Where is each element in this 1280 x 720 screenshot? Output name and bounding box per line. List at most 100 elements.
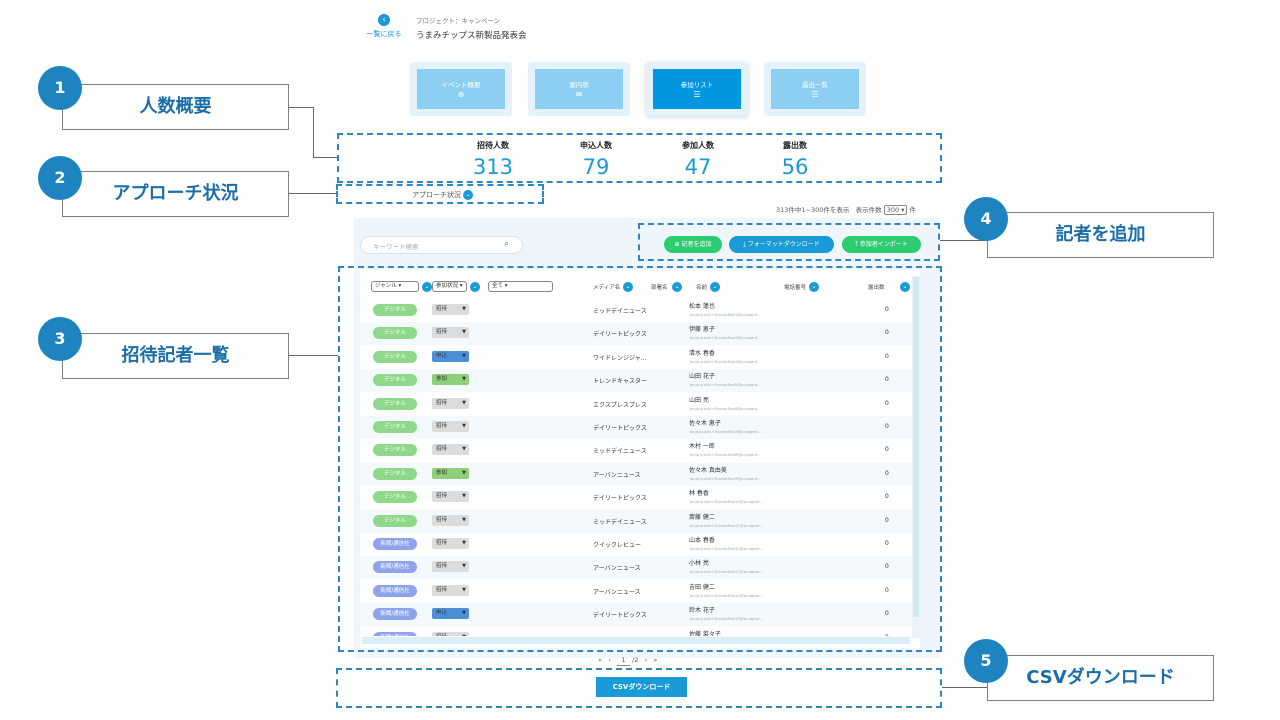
upload-icon: ⤒ — [855, 241, 858, 248]
name-cell[interactable]: 山本 春香 — [689, 537, 715, 544]
status-select[interactable]: 招待▼ — [432, 538, 469, 549]
status-select[interactable]: 参加▼ — [432, 468, 469, 479]
name-cell[interactable]: 鈴木 花子 — [689, 607, 715, 614]
name-cell[interactable]: 伊藤 恵子 — [689, 326, 715, 333]
back-button[interactable]: ‹ 一覧に戻る — [364, 14, 404, 39]
add-reporter-button[interactable]: ⊕ 記者を追加 — [664, 236, 722, 253]
result-count: 313件中1~300件を表示 表示件数 300 ▾ 件 — [776, 205, 917, 215]
tab-exposure-list[interactable]: 露出一覧☰ — [764, 62, 866, 116]
pager-first[interactable]: « — [598, 656, 602, 664]
status-select[interactable]: 招待▼ — [432, 421, 469, 432]
status-select[interactable]: 招待▼ — [432, 515, 469, 526]
plus-circle-icon: ⊕ — [674, 241, 680, 248]
status-select[interactable]: 招待▼ — [432, 444, 469, 455]
exposure-sort-icon[interactable]: ⌄ — [900, 282, 910, 292]
name-sort-icon[interactable]: ⌄ — [710, 282, 720, 292]
pager-next[interactable]: › — [644, 656, 648, 664]
name-cell[interactable]: 佐々木 恵子 — [689, 420, 721, 427]
chevron-down-icon: ▼ — [462, 632, 466, 636]
back-label: 一覧に戻る — [366, 30, 402, 38]
tab-event-overview[interactable]: イベント概要⊕ — [410, 62, 512, 116]
exposure-cell: 0 — [885, 493, 889, 500]
exposure-cell: 0 — [885, 610, 889, 617]
name-cell[interactable]: 山田 花子 — [689, 373, 715, 380]
media-cell: ミッドデイニュース — [593, 308, 647, 315]
exposure-cell: 0 — [885, 353, 889, 360]
phone-sort-icon[interactable]: ⌄ — [809, 282, 819, 292]
status-select[interactable]: 招待▼ — [432, 585, 469, 596]
genre-filter[interactable]: ジャンル ▾ — [371, 281, 419, 292]
pager-last[interactable]: » — [653, 656, 658, 664]
search-input[interactable]: キーワード検索 ⌕ — [360, 236, 523, 254]
status-select[interactable]: 招待▼ — [432, 561, 469, 572]
name-cell[interactable]: 佐藤 菜々子 — [689, 631, 721, 636]
callout-region-3 — [338, 266, 942, 652]
status-select[interactable]: 招待▼ — [432, 632, 469, 636]
status-select[interactable]: 招待▼ — [432, 304, 469, 315]
genre-badge: 新聞/通信社 — [373, 561, 417, 573]
tab-participant-list[interactable]: 参加リスト☰ — [646, 62, 748, 116]
media-cell: アーバンニュース — [593, 472, 641, 479]
name-cell[interactable]: 吉田 健二 — [689, 584, 715, 591]
media-sort-icon[interactable]: ⌄ — [623, 282, 633, 292]
status-select[interactable]: 招待▼ — [432, 327, 469, 338]
exposure-cell: 0 — [885, 634, 889, 636]
pagination: « ‹ 1 /2 › » — [598, 656, 658, 666]
csv-download-button[interactable]: CSVダウンロード — [596, 677, 687, 697]
name-cell[interactable]: 佐々木 真由美 — [689, 467, 727, 474]
name-cell[interactable]: 木村 一郎 — [689, 443, 715, 450]
genre-sort-icon[interactable]: ⌄ — [422, 282, 432, 292]
page-title: うまみチップス新製品発表会 — [416, 31, 527, 41]
status-select[interactable]: 参加▼ — [432, 374, 469, 385]
vertical-scrollbar-thumb[interactable] — [913, 277, 919, 617]
name-cell[interactable]: 松本 蓮也 — [689, 303, 715, 310]
tab-invitation[interactable]: 案内状✉ — [528, 62, 630, 116]
genre-badge: デジタル — [373, 304, 417, 316]
import-participants-button[interactable]: ⤒ 参加者インポート — [842, 236, 921, 253]
name-cell[interactable]: 山田 亮 — [689, 397, 709, 404]
status-select[interactable]: 申込▼ — [432, 351, 469, 362]
email-cell: kinjo.yuichi+EventsTest13@pr-agent... — [690, 569, 764, 574]
email-cell: kinjo.yuichi+EventsTest4@pr-agent... — [690, 359, 761, 364]
horizontal-scrollbar[interactable] — [362, 637, 910, 644]
name-cell[interactable]: 斎藤 健二 — [689, 514, 715, 521]
genre-badge: デジタル — [373, 421, 417, 433]
name-cell[interactable]: 小林 亮 — [689, 560, 709, 567]
all-filter[interactable]: 全て ▾ — [488, 281, 553, 292]
status-sort-icon[interactable]: ⌄ — [470, 282, 480, 292]
status-select[interactable]: 招待▼ — [432, 491, 469, 502]
name-cell[interactable]: 林 春香 — [689, 490, 709, 497]
media-cell: デイリートピックス — [593, 495, 647, 502]
format-download-button[interactable]: ⤓ フォーマットダウンロード — [729, 236, 834, 253]
genre-badge: デジタル — [373, 398, 417, 410]
status-filter[interactable]: 参加状況 ▾ — [432, 281, 467, 292]
status-select[interactable]: 招待▼ — [432, 398, 469, 409]
dept-sort-icon[interactable]: ⌄ — [672, 282, 682, 292]
approach-toggle[interactable]: アプローチ状況 ⌄ — [412, 190, 474, 200]
page-input[interactable]: 1 — [617, 656, 630, 666]
callout-number-1: 1 — [38, 66, 82, 110]
pager-prev[interactable]: ‹ — [608, 656, 611, 664]
col-dept: 部署名 — [651, 285, 668, 291]
chevron-down-icon: ▼ — [462, 540, 466, 546]
name-cell[interactable]: 清水 春香 — [689, 350, 715, 357]
status-select[interactable]: 申込▼ — [432, 608, 469, 619]
chevron-down-icon: ▼ — [462, 517, 466, 523]
list-icon: ☰ — [693, 90, 701, 99]
perpage-select[interactable]: 300 ▾ — [883, 205, 908, 215]
